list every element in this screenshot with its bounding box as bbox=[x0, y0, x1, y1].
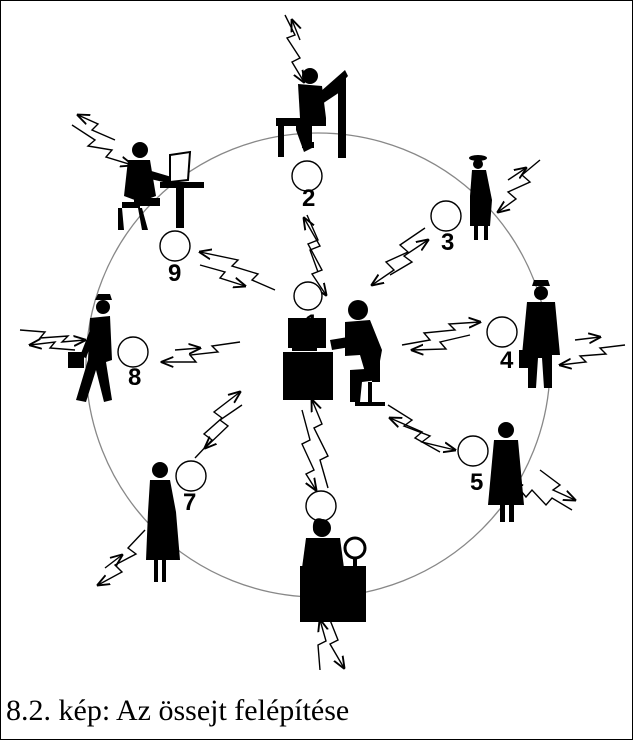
radio-link-6 bbox=[301, 409, 316, 490]
bubble-5 bbox=[457, 435, 489, 467]
radio-link-9-out-b bbox=[78, 115, 116, 141]
node-label-8: 8 bbox=[128, 364, 141, 391]
node-label-3: 3 bbox=[441, 229, 454, 256]
radio-link-2-b bbox=[304, 218, 322, 273]
bubble-4 bbox=[486, 316, 518, 348]
radio-link-7-out-b bbox=[104, 555, 122, 569]
radio-link-9-b bbox=[199, 264, 245, 286]
woman-in-coat-icon bbox=[488, 422, 524, 522]
radio-link-8-out-b bbox=[30, 342, 76, 351]
radio-link-7-out bbox=[98, 529, 146, 585]
radio-link-2-top-b bbox=[292, 20, 300, 41]
node-label-4: 4 bbox=[500, 347, 514, 374]
woman-in-dress-icon bbox=[146, 462, 180, 582]
node-label-7: 7 bbox=[183, 489, 196, 516]
radio-link-5-b bbox=[390, 418, 441, 453]
bubble-2 bbox=[291, 160, 323, 192]
radio-link-4-out bbox=[560, 344, 626, 365]
radio-link-3-out-b bbox=[507, 168, 526, 181]
woman-with-hat-icon bbox=[469, 155, 492, 240]
radio-link-5 bbox=[387, 404, 455, 450]
radio-link-3-out bbox=[498, 159, 541, 212]
radio-link-9 bbox=[200, 252, 276, 291]
bubble-1 bbox=[293, 281, 323, 311]
operator-at-computer-icon bbox=[118, 142, 204, 230]
radio-link-4-b bbox=[412, 334, 471, 350]
radio-link-4 bbox=[401, 322, 480, 346]
radio-link-6-bottom-b bbox=[329, 619, 344, 668]
radio-link-8-out bbox=[19, 329, 85, 342]
node-label-5: 5 bbox=[470, 469, 483, 496]
bubble-8 bbox=[117, 336, 149, 368]
figure-caption: 8.2. kép: Az össejt felépítése bbox=[6, 694, 350, 727]
radio-link-8-b bbox=[174, 348, 200, 350]
businessman-with-briefcase-icon bbox=[519, 280, 560, 388]
radio-link-8 bbox=[162, 341, 241, 362]
radio-link-9-out bbox=[71, 124, 132, 165]
radio-link-3-b bbox=[389, 240, 428, 276]
radio-link-4-out-b bbox=[574, 337, 600, 340]
radio-link-2 bbox=[306, 214, 326, 295]
radio-link-5-out bbox=[512, 480, 573, 511]
node-label-2: 2 bbox=[302, 185, 315, 212]
drafter-at-table-icon bbox=[276, 68, 348, 158]
bubble-7 bbox=[175, 460, 207, 492]
radio-link-6-bottom bbox=[317, 620, 326, 671]
node-label-6: 6 bbox=[312, 514, 325, 541]
node-label-1: 1 bbox=[305, 310, 318, 337]
office-worker-at-computer-icon bbox=[283, 300, 385, 406]
radio-link-5-out-b bbox=[539, 469, 575, 500]
radio-link-7-b bbox=[205, 404, 243, 448]
radio-link-6-b bbox=[312, 400, 329, 489]
bubble-9 bbox=[159, 230, 191, 262]
radio-link-3 bbox=[372, 227, 426, 285]
child-at-desk-icon bbox=[300, 519, 367, 622]
bubble-3 bbox=[430, 200, 462, 232]
radio-link-7 bbox=[194, 392, 240, 459]
node-label-9: 9 bbox=[168, 260, 181, 287]
walking-man-with-briefcase-icon bbox=[68, 294, 112, 402]
